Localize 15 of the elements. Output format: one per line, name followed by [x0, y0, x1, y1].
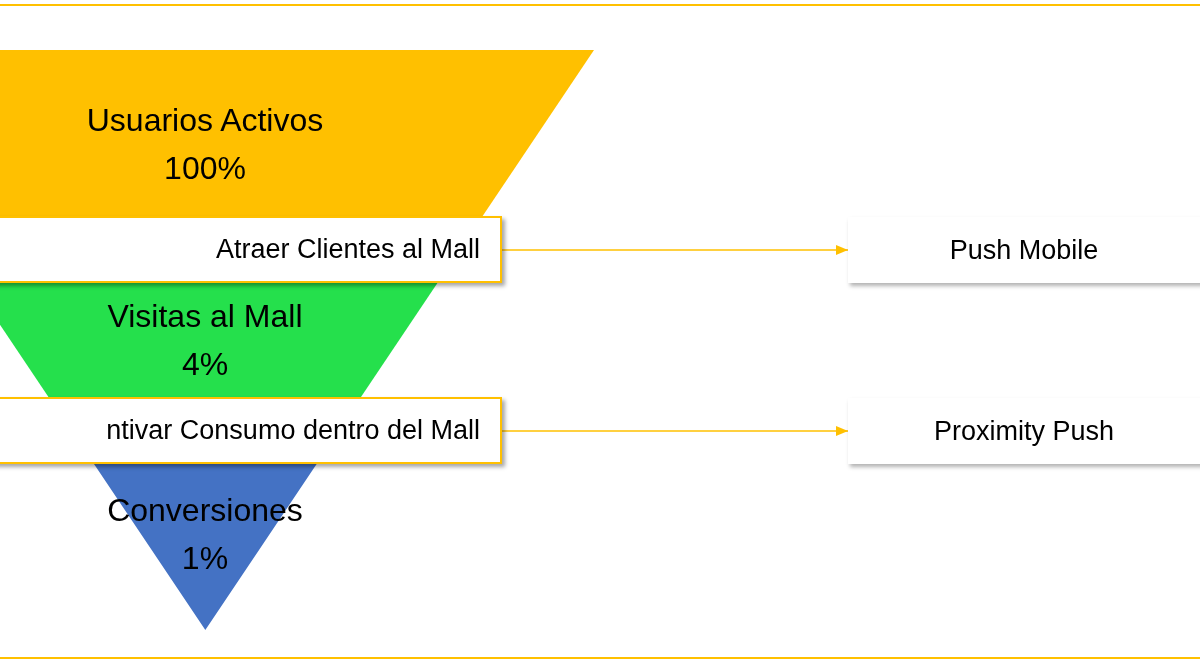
- channel-box: [848, 398, 1200, 464]
- stage-title: Visitas al Mall: [107, 297, 303, 336]
- stage-percentage: 100%: [164, 149, 246, 188]
- stage-title: Usuarios Activos: [86, 101, 324, 140]
- step-label: ntivar Consumo dentro del Mall: [106, 414, 480, 448]
- step-label: Atraer Clientes al Mall: [215, 233, 480, 267]
- channel-label: Proximity Push: [932, 414, 1116, 448]
- step-box: [0, 216, 502, 283]
- stage-percentage: 4%: [181, 345, 229, 384]
- channel-box: [848, 217, 1200, 283]
- arrow: [501, 426, 849, 436]
- arrow: [501, 245, 849, 255]
- channel-label: Push Mobile: [948, 233, 1100, 267]
- stage-percentage: 1%: [181, 539, 229, 578]
- step-box: [0, 397, 502, 464]
